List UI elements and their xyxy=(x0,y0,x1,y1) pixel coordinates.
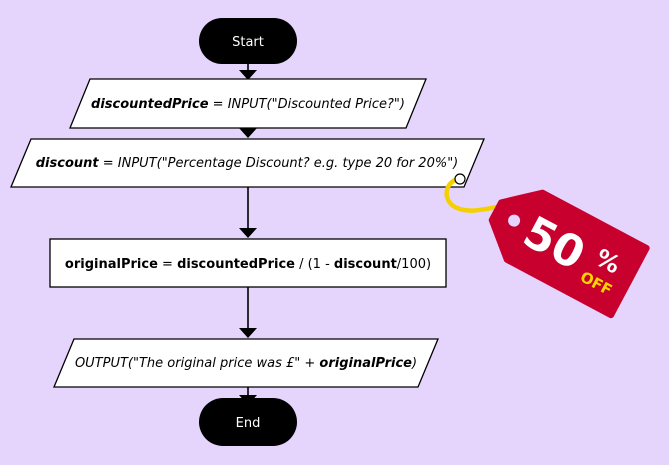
input1-op: = xyxy=(209,97,228,112)
input1-text: discountedPrice = INPUT("Discounted Pric… xyxy=(91,97,405,112)
arrow-start-input1 xyxy=(239,70,257,80)
input2-text: discount = INPUT("Percentage Discount? e… xyxy=(36,156,459,171)
input2-call: INPUT("Percentage Discount? e.g. type 20… xyxy=(118,156,458,171)
output-shape xyxy=(53,338,439,388)
input1-call: INPUT("Discounted Price?") xyxy=(228,97,405,112)
output-var: originalPrice xyxy=(319,356,412,371)
end-terminal: End xyxy=(199,398,297,446)
input2-op: = xyxy=(99,156,118,171)
output-node: OUTPUT("The original price was £" + orig… xyxy=(53,338,439,388)
start-shape xyxy=(199,18,297,64)
process-mid: / (1 - xyxy=(295,257,334,272)
tag-string-ring xyxy=(454,173,466,185)
input1-var: discountedPrice xyxy=(91,97,209,112)
output-prefix: OUTPUT("The original price was £" + xyxy=(75,356,319,371)
input2-var: discount xyxy=(36,156,100,171)
process-target: originalPrice xyxy=(65,257,158,272)
input-discounted-price-node: discountedPrice = INPUT("Discounted Pric… xyxy=(69,78,427,129)
end-shape xyxy=(199,398,297,446)
process-operand2: discount xyxy=(334,257,397,272)
process-original-price-node: originalPrice = discountedPrice / (1 - d… xyxy=(49,238,447,288)
tag-body xyxy=(488,189,650,319)
tag-hole xyxy=(508,214,521,227)
arrow-process-output xyxy=(239,328,257,338)
process-text: originalPrice = discountedPrice / (1 - d… xyxy=(65,257,431,272)
process-operand1: discountedPrice xyxy=(177,257,295,272)
process-eq: = xyxy=(158,257,177,272)
process-shape xyxy=(49,238,447,288)
output-suffix: ) xyxy=(411,356,417,371)
sale-tag-icon: 50 % OFF xyxy=(444,173,650,319)
start-terminal: Start xyxy=(199,18,297,64)
process-tail: /100) xyxy=(397,257,431,272)
input-discount-node: discount = INPUT("Percentage Discount? e… xyxy=(10,138,485,188)
start-label: Start xyxy=(232,35,264,50)
arrow-input2-process xyxy=(239,228,257,238)
input2-shape xyxy=(10,138,485,188)
end-label: End xyxy=(236,416,261,431)
tag-string xyxy=(444,175,500,213)
arrow-input1-input2 xyxy=(239,128,257,138)
output-text: OUTPUT("The original price was £" + orig… xyxy=(75,356,417,371)
input1-shape xyxy=(69,78,427,129)
